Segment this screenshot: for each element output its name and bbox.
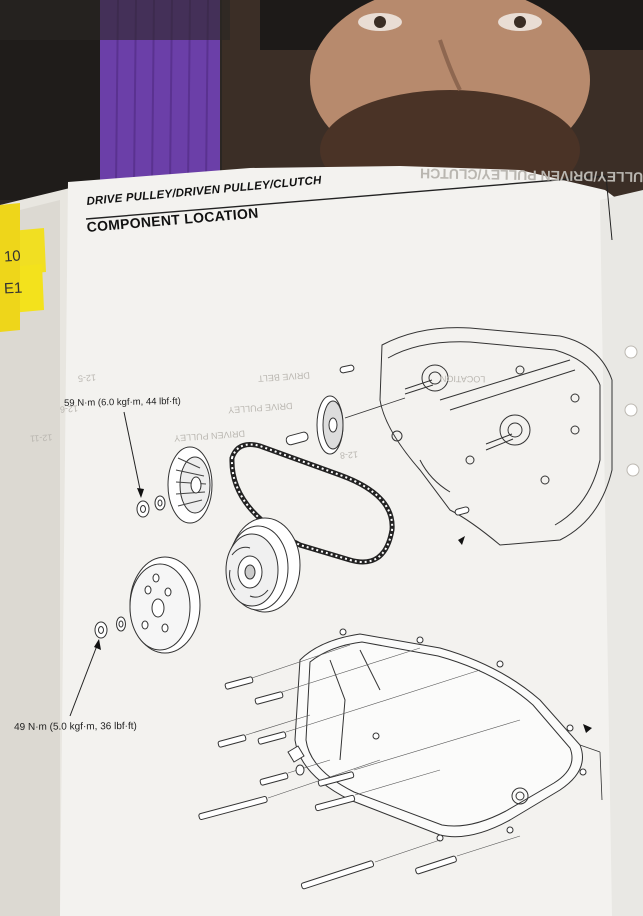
bleed-through-row: 12-8 <box>339 449 359 461</box>
side-rule <box>605 175 613 241</box>
driven-pulley-drawing <box>225 517 301 613</box>
cover-bolts <box>198 676 457 890</box>
drive-face-drawing <box>316 395 344 455</box>
movable-drive-face-drawing <box>167 446 213 524</box>
dowel-pins <box>287 732 380 776</box>
sticky-note-text-1: 10 <box>3 247 22 266</box>
sticky-note-3 <box>0 203 20 332</box>
bleed-through-row: 12-11 <box>29 432 53 444</box>
nut-bottom <box>94 616 126 639</box>
right-page-stack <box>600 190 643 916</box>
bleed-through-row: 12-5 <box>77 372 97 384</box>
nut-top <box>136 495 166 518</box>
engine-case-drawing <box>379 327 613 546</box>
title-rule <box>85 175 607 220</box>
clutch-outer-drawing <box>129 556 201 654</box>
crankcase-cover-drawing <box>294 628 587 842</box>
leader-top <box>123 411 142 495</box>
paper-sheet <box>60 166 643 916</box>
sticky-note-text-2: E1 <box>3 279 23 298</box>
leader-bottom <box>69 642 99 717</box>
torque-spec-clutch-nut: 49 N·m (5.0 kgf·m, 36 lbf·ft) <box>14 720 137 733</box>
bleed-through-sub: LOCATION <box>439 373 486 385</box>
torque-spec-drive-nut: 59 N·m (6.0 kgf·m, 44 lbf·ft) <box>64 395 181 409</box>
